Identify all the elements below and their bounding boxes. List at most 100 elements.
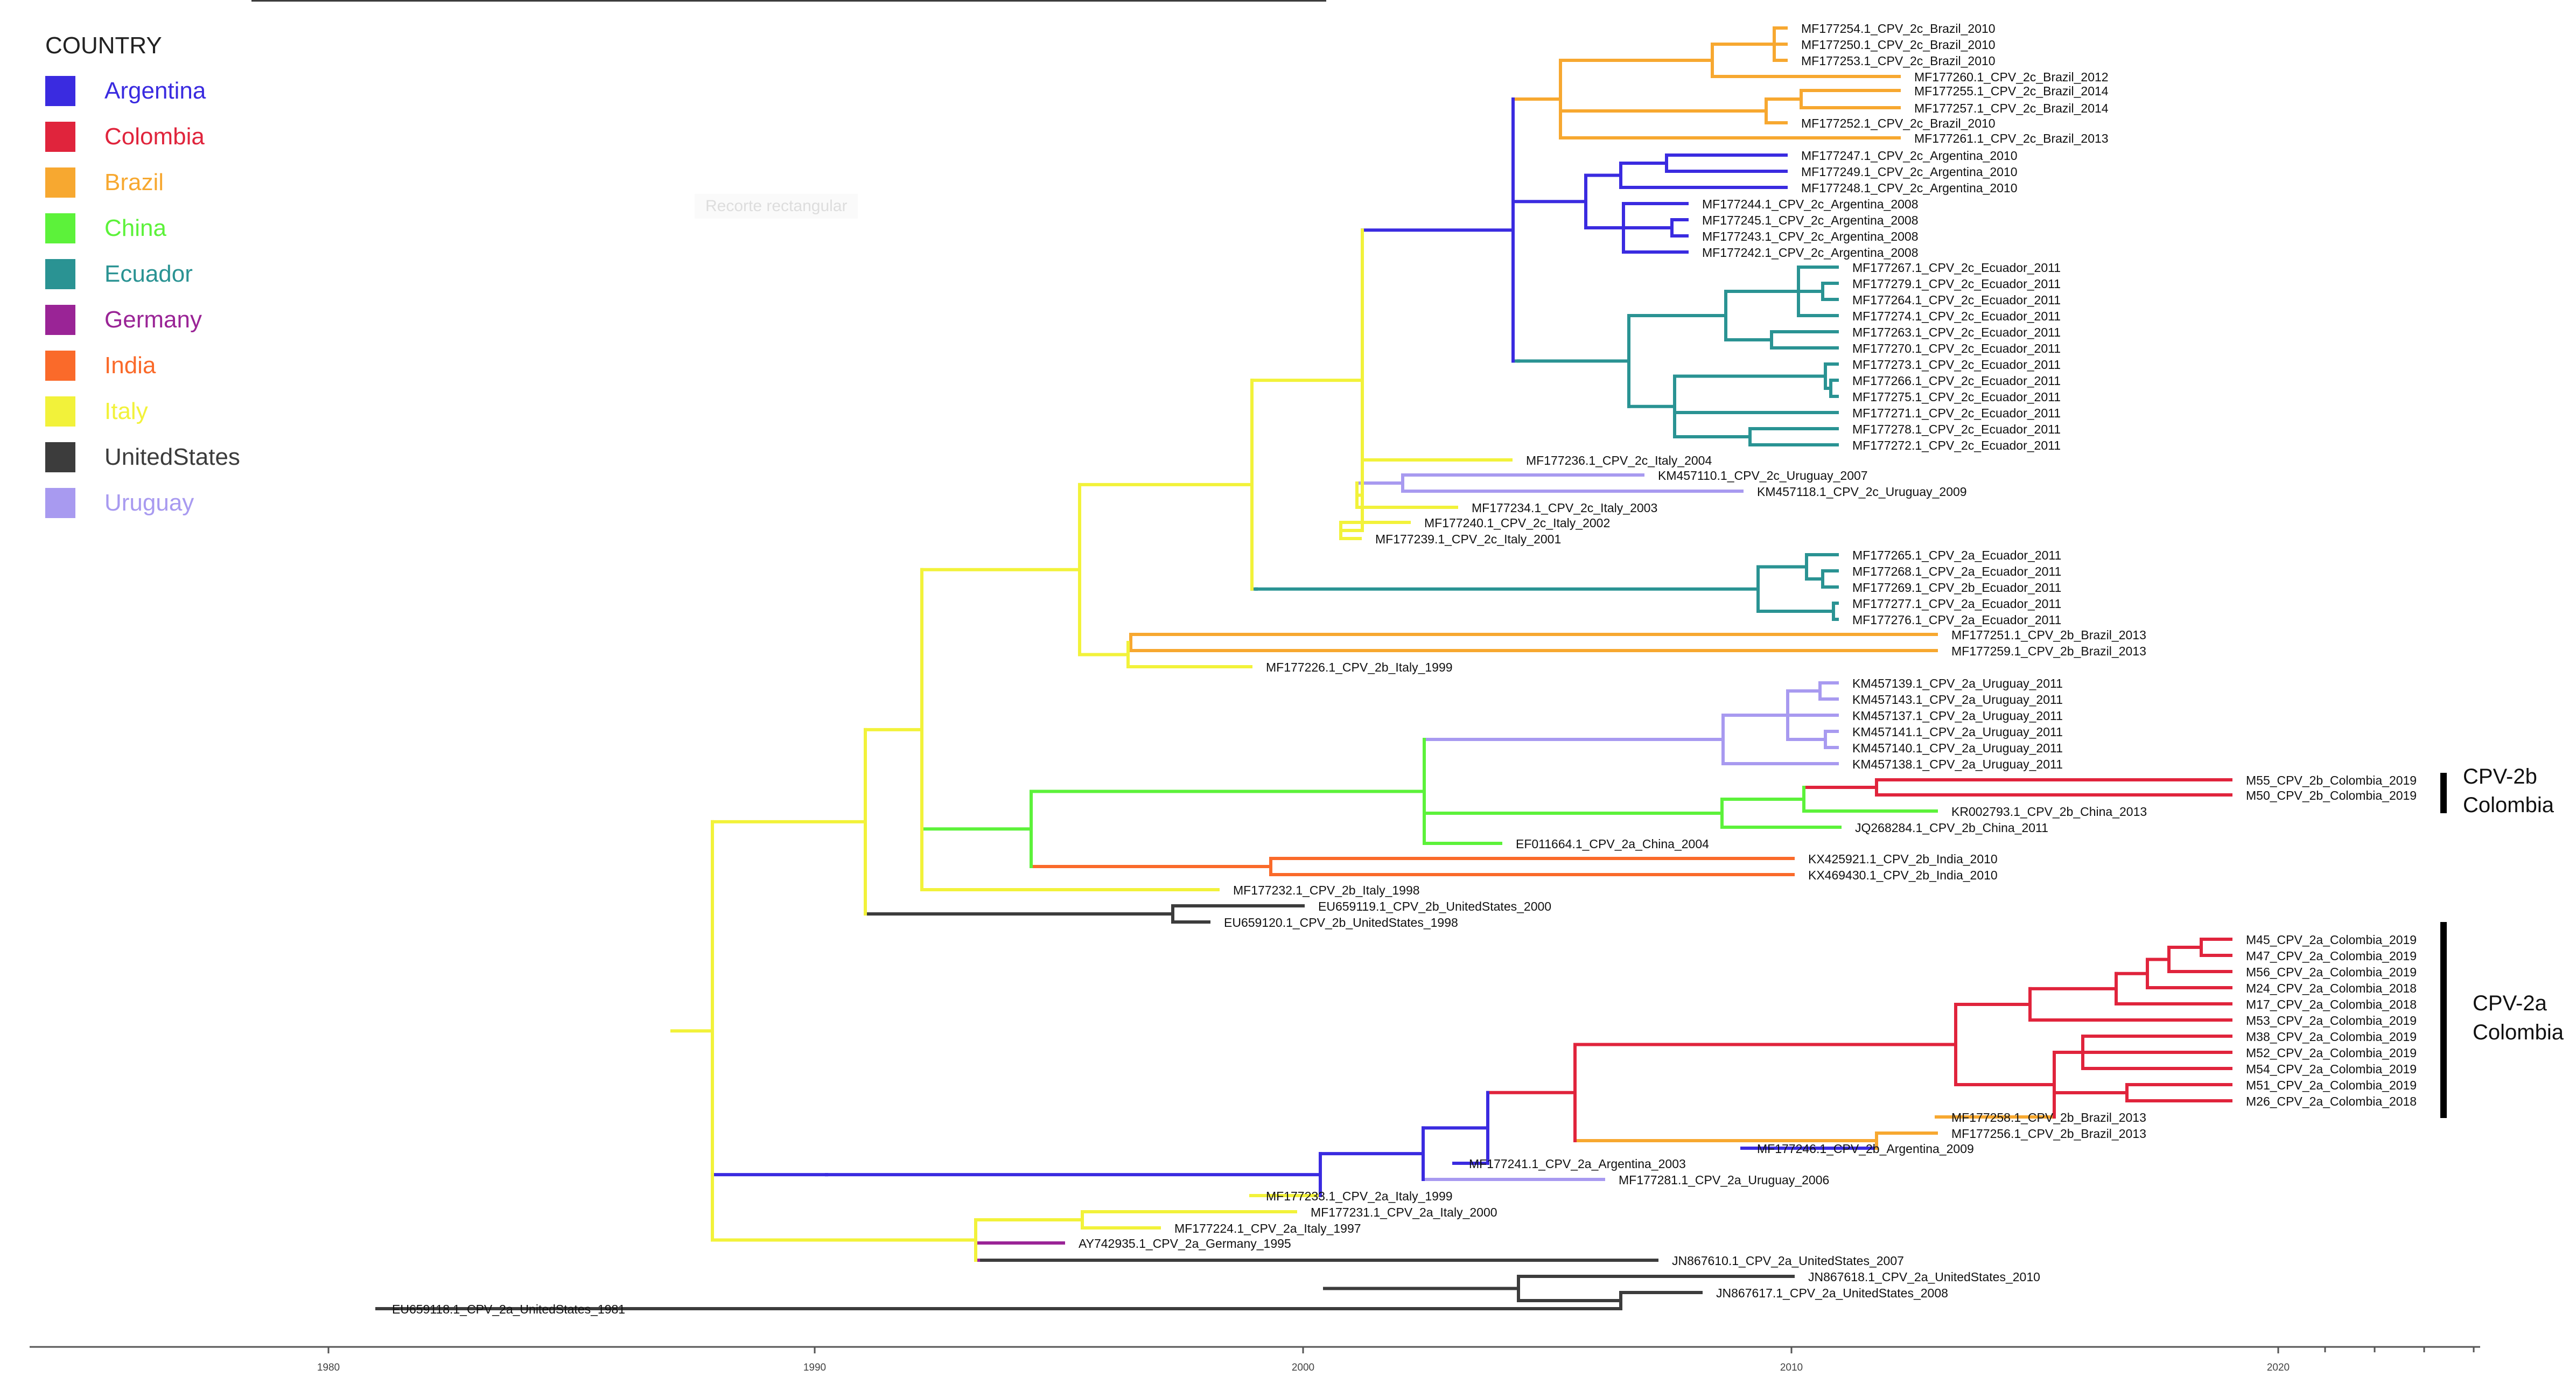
tip-label: MF177245.1_CPV_2c_Argentina_2008 <box>1702 213 1919 227</box>
legend-item-colombia: Colombia <box>45 114 240 159</box>
legend-label: UnitedStates <box>104 443 240 470</box>
tip-label: M47_CPV_2a_Colombia_2019 <box>2246 949 2417 963</box>
legend-swatch <box>45 259 75 289</box>
legend-item-brazil: Brazil <box>45 159 240 205</box>
legend-title: COUNTRY <box>45 32 162 59</box>
legend-swatch <box>45 213 75 243</box>
legend-item-india: India <box>45 343 240 388</box>
clade-label: Colombia <box>2473 1021 2564 1044</box>
tip-label: M38_CPV_2a_Colombia_2019 <box>2246 1030 2417 1044</box>
legend-label: Colombia <box>104 123 205 150</box>
tip-label: KX425921.1_CPV_2b_India_2010 <box>1808 852 1998 866</box>
tip-label: MF177276.1_CPV_2a_Ecuador_2011 <box>1852 613 2061 627</box>
tip-label: MF177248.1_CPV_2c_Argentina_2010 <box>1801 181 2018 195</box>
tip-label: KM457139.1_CPV_2a_Uruguay_2011 <box>1852 676 2063 690</box>
tip-label: MF177254.1_CPV_2c_Brazil_2010 <box>1801 22 1996 36</box>
rectangular-crop-hint: Recorte rectangular <box>695 194 858 219</box>
legend-label: Uruguay <box>104 489 194 516</box>
tip-label: M55_CPV_2b_Colombia_2019 <box>2246 773 2417 787</box>
clade-bar <box>2440 773 2447 813</box>
tip-label: M17_CPV_2a_Colombia_2018 <box>2246 997 2417 1011</box>
legend-label: China <box>104 214 166 241</box>
tip-label: AY742935.1_CPV_2a_Germany_1995 <box>1079 1237 1291 1251</box>
tip-label: KM457118.1_CPV_2c_Uruguay_2009 <box>1757 485 1967 499</box>
tip-label: MF177255.1_CPV_2c_Brazil_2014 <box>1914 84 2109 98</box>
tip-label: MF177273.1_CPV_2c_Ecuador_2011 <box>1852 358 2061 372</box>
tip-label: MF177269.1_CPV_2b_Ecuador_2011 <box>1852 581 2061 595</box>
tip-label: JN867618.1_CPV_2a_UnitedStates_2010 <box>1808 1270 2040 1284</box>
tip-label: MF177277.1_CPV_2a_Ecuador_2011 <box>1852 597 2061 611</box>
tip-label: M24_CPV_2a_Colombia_2018 <box>2246 981 2417 995</box>
tip-label: MF177274.1_CPV_2c_Ecuador_2011 <box>1852 309 2061 323</box>
tip-label: MF177249.1_CPV_2c_Argentina_2010 <box>1801 165 2018 179</box>
legend-item-ecuador: Ecuador <box>45 251 240 297</box>
legend-item-italy: Italy <box>45 388 240 434</box>
legend-label: Brazil <box>104 169 164 195</box>
tip-label: MF177267.1_CPV_2c_Ecuador_2011 <box>1852 261 2061 275</box>
tip-label: MF177272.1_CPV_2c_Ecuador_2011 <box>1852 438 2061 452</box>
tip-label: MF177257.1_CPV_2c_Brazil_2014 <box>1914 101 2109 115</box>
axis-tick-label: 1990 <box>803 1362 826 1373</box>
tip-label: MF177232.1_CPV_2b_Italy_1998 <box>1233 883 1420 897</box>
tip-label: MF177231.1_CPV_2a_Italy_2000 <box>1311 1205 1497 1219</box>
tip-label: M54_CPV_2a_Colombia_2019 <box>2246 1062 2417 1076</box>
tip-label: JN867617.1_CPV_2a_UnitedStates_2008 <box>1716 1286 1948 1300</box>
tip-label: KR002793.1_CPV_2b_China_2013 <box>1951 805 2147 819</box>
tip-label: MF177242.1_CPV_2c_Argentina_2008 <box>1702 246 1919 260</box>
tip-label: MF177234.1_CPV_2c_Italy_2003 <box>1472 501 1657 515</box>
tip-label: MF177256.1_CPV_2b_Brazil_2013 <box>1951 1127 2146 1141</box>
axis-tick-label: 2020 <box>2267 1362 2290 1373</box>
tip-label: KX469430.1_CPV_2b_India_2010 <box>1808 868 1998 882</box>
tip-labels: MF177254.1_CPV_2c_Brazil_2010MF177250.1_… <box>392 22 2417 1316</box>
tip-label: MF177240.1_CPV_2c_Italy_2002 <box>1424 516 1610 530</box>
legend-item-argentina: Argentina <box>45 68 240 114</box>
axis-tick-label: 2010 <box>1780 1362 1803 1373</box>
legend-label: Germany <box>104 306 202 333</box>
tip-label: MF177258.1_CPV_2b_Brazil_2013 <box>1951 1110 2146 1124</box>
tip-label: KM457138.1_CPV_2a_Uruguay_2011 <box>1852 757 2063 771</box>
tip-label: MF177263.1_CPV_2c_Ecuador_2011 <box>1852 325 2061 339</box>
legend-item-unitedstates: UnitedStates <box>45 434 240 480</box>
axis-tick-label: 2000 <box>1292 1362 1314 1373</box>
tip-label: M51_CPV_2a_Colombia_2019 <box>2246 1078 2417 1092</box>
tip-label: MF177261.1_CPV_2c_Brazil_2013 <box>1914 131 2109 145</box>
legend-swatch <box>45 442 75 472</box>
legend-swatch <box>45 121 75 152</box>
tip-label: M26_CPV_2a_Colombia_2018 <box>2246 1094 2417 1108</box>
clade-bar <box>2440 922 2447 1118</box>
tip-label: MF177279.1_CPV_2c_Ecuador_2011 <box>1852 277 2061 291</box>
tip-label: MF177281.1_CPV_2a_Uruguay_2006 <box>1619 1173 1829 1187</box>
tip-label: MF177252.1_CPV_2c_Brazil_2010 <box>1801 116 1996 130</box>
tip-label: MF177266.1_CPV_2c_Ecuador_2011 <box>1852 374 2061 388</box>
tip-label: M50_CPV_2b_Colombia_2019 <box>2246 788 2417 802</box>
clade-label: CPV-2a <box>2473 991 2547 1015</box>
tip-label: EU659120.1_CPV_2b_UnitedStates_1998 <box>1224 916 1458 930</box>
tip-label: EU659118.1_CPV_2a_UnitedStates_1981 <box>392 1302 625 1316</box>
clade-label: CPV-2b <box>2463 765 2537 788</box>
tip-label: MF177239.1_CPV_2c_Italy_2001 <box>1375 532 1561 546</box>
tip-label: MF177243.1_CPV_2c_Argentina_2008 <box>1702 229 1919 243</box>
legend-swatch <box>45 487 75 518</box>
legend-label: Italy <box>104 397 148 424</box>
tip-label: MF177268.1_CPV_2a_Ecuador_2011 <box>1852 564 2061 578</box>
tip-label: MF177271.1_CPV_2c_Ecuador_2011 <box>1852 406 2061 420</box>
legend-label: India <box>104 352 156 379</box>
tip-label: MF177278.1_CPV_2c_Ecuador_2011 <box>1852 422 2061 436</box>
tip-label: MF177275.1_CPV_2c_Ecuador_2011 <box>1852 390 2061 404</box>
tip-label: MF177236.1_CPV_2c_Italy_2004 <box>1526 453 1712 467</box>
tip-label: MF177247.1_CPV_2c_Argentina_2010 <box>1801 149 2018 163</box>
tip-label: KM457110.1_CPV_2c_Uruguay_2007 <box>1658 469 1868 483</box>
legend-swatch <box>45 304 75 335</box>
tip-label: JQ268284.1_CPV_2b_China_2011 <box>1855 821 2048 835</box>
tip-label: KM457137.1_CPV_2a_Uruguay_2011 <box>1852 709 2063 723</box>
tip-label: MF177224.1_CPV_2a_Italy_1997 <box>1174 1221 1361 1235</box>
legend-item-uruguay: Uruguay <box>45 480 240 526</box>
tip-label: M52_CPV_2a_Colombia_2019 <box>2246 1046 2417 1060</box>
tip-label: MF177226.1_CPV_2b_Italy_1999 <box>1266 660 1453 674</box>
legend-swatch <box>45 167 75 198</box>
tip-label: KM457141.1_CPV_2a_Uruguay_2011 <box>1852 725 2063 739</box>
tip-label: JN867610.1_CPV_2a_UnitedStates_2007 <box>1672 1254 1904 1268</box>
tip-label: MF177251.1_CPV_2b_Brazil_2013 <box>1951 628 2146 642</box>
